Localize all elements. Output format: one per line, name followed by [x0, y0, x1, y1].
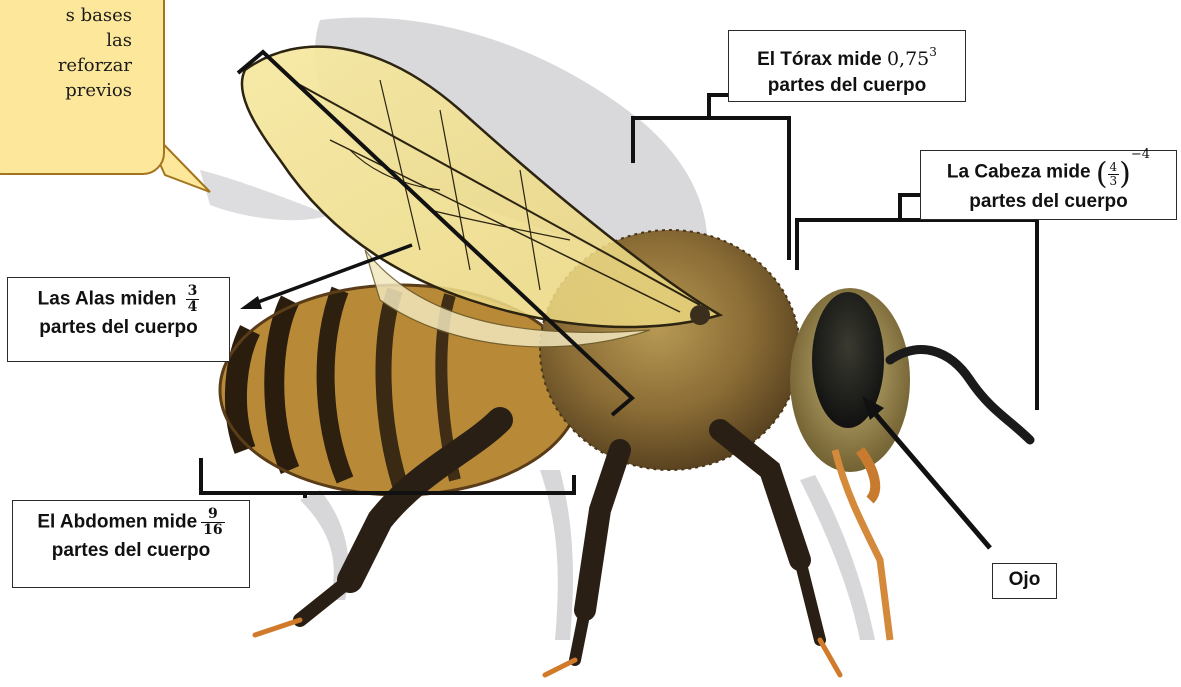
- callout-bubble: nas de s bases las reforzar previos: [0, 0, 165, 175]
- callout-text: nas de s bases las reforzar previos: [0, 0, 132, 103]
- eye-arrow: [862, 396, 990, 548]
- head-label-line2: partes del cuerpo: [921, 189, 1176, 215]
- eye-label: Ojo: [992, 563, 1057, 599]
- thorax-label: El Tórax mide 0,753 partes del cuerpo: [728, 30, 966, 102]
- wings-label-line2: partes del cuerpo: [8, 315, 229, 341]
- thorax-label-line2: partes del cuerpo: [729, 73, 965, 99]
- abdomen-label-line2: partes del cuerpo: [13, 538, 249, 564]
- thorax-label-line1: El Tórax mide 0,753: [729, 39, 965, 73]
